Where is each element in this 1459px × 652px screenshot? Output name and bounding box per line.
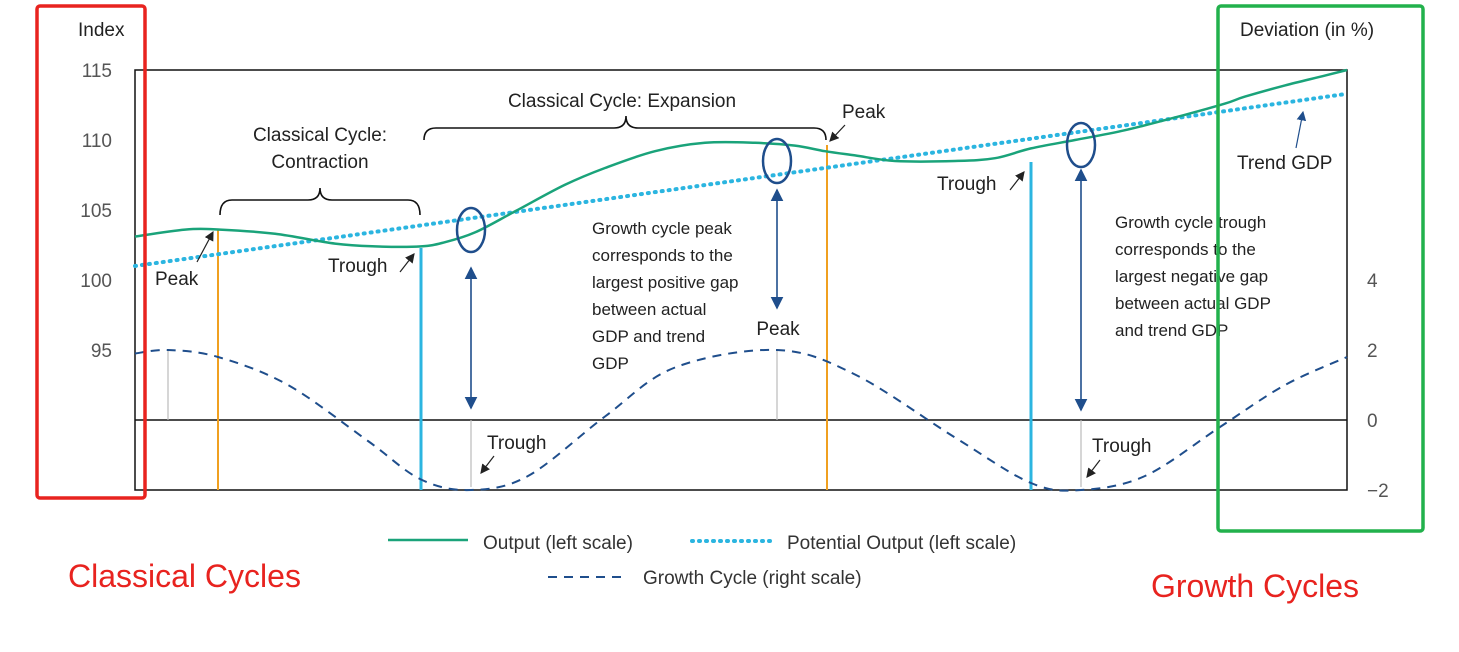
growth-trough-pointer-2 [1086, 459, 1101, 478]
right-axis-ticks: 4 2 0 −2 [1367, 271, 1389, 502]
left-tick-label: 110 [82, 131, 112, 152]
classical-trough-label-1: Trough [328, 256, 388, 277]
cycle-markers [167, 145, 1082, 490]
growth-highlight-box [1216, 4, 1425, 533]
growth-peak-label: Peak [756, 319, 800, 340]
growth-peak-note-line: GDP [592, 354, 629, 373]
classical-peak-pointer-1 [196, 230, 214, 263]
right-tick-label: 2 [1367, 341, 1378, 362]
trend-gdp-label: Trend GDP [1237, 153, 1332, 174]
classical-trough-pointer-1 [399, 253, 415, 273]
growth-trough-note-line: between actual GDP [1115, 294, 1271, 313]
left-tick-label: 100 [80, 271, 112, 292]
legend-label-potential: Potential Output (left scale) [787, 533, 1016, 554]
gap-marker-1 [455, 206, 487, 254]
contraction-label-2: Contraction [271, 152, 368, 173]
series-growth-cycle [134, 348, 1348, 492]
growth-peak-note-line: corresponds to the [592, 246, 733, 265]
right-tick-label: 4 [1367, 271, 1378, 292]
classical-cycles-label: Classical Cycles [68, 558, 301, 594]
growth-trough-note: Growth cycle trough corresponds to the l… [1115, 213, 1271, 340]
right-tick-label: −2 [1367, 481, 1389, 502]
growth-trough-pointer-1 [480, 455, 495, 474]
growth-trough-note-line: corresponds to the [1115, 240, 1256, 259]
left-tick-label: 105 [80, 201, 112, 222]
growth-peak-note-line: largest positive gap [592, 273, 738, 292]
right-tick-label: 0 [1367, 411, 1378, 432]
classical-highlight-box [35, 4, 147, 500]
growth-peak-note-line: Growth cycle peak [592, 219, 732, 238]
contraction-label-1: Classical Cycle: [253, 125, 387, 146]
left-axis-title: Index [78, 20, 125, 41]
growth-trough-label-2: Trough [1092, 436, 1152, 457]
left-axis-ticks: 115 110 105 100 95 [80, 61, 112, 362]
growth-trough-label-1: Trough [487, 433, 547, 454]
classical-trough-label-2: Trough [937, 174, 997, 195]
growth-cycles-label: Growth Cycles [1151, 568, 1359, 604]
legend: Output (left scale) Potential Output (le… [388, 533, 1016, 589]
legend-label-output: Output (left scale) [483, 533, 633, 554]
expansion-label: Classical Cycle: Expansion [508, 91, 736, 112]
classical-peak-label-1: Peak [155, 269, 199, 290]
series-potential-output [133, 91, 1349, 268]
classical-peak-label-2: Peak [842, 102, 886, 123]
right-axis-title: Deviation (in %) [1240, 20, 1374, 41]
growth-peak-note-line: between actual [592, 300, 706, 319]
legend-label-growth: Growth Cycle (right scale) [643, 568, 862, 589]
growth-trough-note-line: and trend GDP [1115, 321, 1228, 340]
expansion-brace [423, 115, 827, 141]
contraction-brace [219, 187, 421, 216]
series-output [134, 68, 1348, 249]
classical-peak-pointer-2 [829, 124, 846, 142]
left-tick-label: 115 [82, 61, 112, 82]
growth-peak-note: Growth cycle peak corresponds to the lar… [592, 219, 738, 373]
plot-frame [134, 69, 1348, 491]
left-tick-label: 95 [91, 341, 112, 362]
gap-marker-3 [1065, 121, 1097, 169]
classical-trough-pointer-2 [1009, 171, 1025, 191]
growth-trough-note-line: Growth cycle trough [1115, 213, 1266, 232]
gap-marker-2 [761, 137, 793, 185]
growth-peak-note-line: GDP and trend [592, 327, 705, 346]
trend-gdp-pointer [1295, 110, 1307, 149]
growth-trough-note-line: largest negative gap [1115, 267, 1268, 286]
